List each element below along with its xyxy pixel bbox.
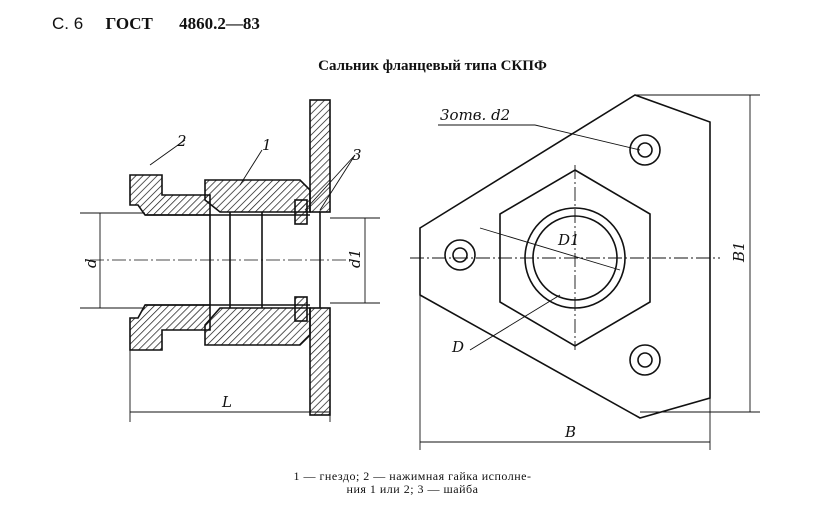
caption-line-1: 1 — гнездо; 2 — нажимная гайка исполне- <box>293 469 532 483</box>
section-view <box>80 99 380 422</box>
page-number: С. 6 <box>52 14 84 33</box>
figure-title: Сальник фланцевый типа СКПФ <box>318 58 547 74</box>
page-header: С. 6 ГОСТ 4860.2—83 <box>52 14 282 34</box>
caption-line-2: ния 1 или 2; 3 — шайба <box>346 482 479 496</box>
standard-number: 4860.2—83 <box>179 14 260 33</box>
figure-caption: 1 — гнездо; 2 — нажимная гайка исполне- … <box>0 470 825 496</box>
label-d: d <box>82 258 100 268</box>
label-part-2: 2 <box>176 132 187 150</box>
plan-view <box>410 94 760 450</box>
label-part-3: 3 <box>352 146 362 164</box>
label-holes: 3отв. d2 <box>440 106 510 124</box>
label-d1: d1 <box>346 249 364 268</box>
standard-label: ГОСТ <box>105 14 153 33</box>
label-part-1: 1 <box>262 136 272 154</box>
label-D: D <box>451 338 464 356</box>
label-B1: B1 <box>730 241 748 263</box>
label-B: B <box>564 423 576 441</box>
label-D1: D1 <box>557 231 580 249</box>
label-L: L <box>221 393 232 411</box>
